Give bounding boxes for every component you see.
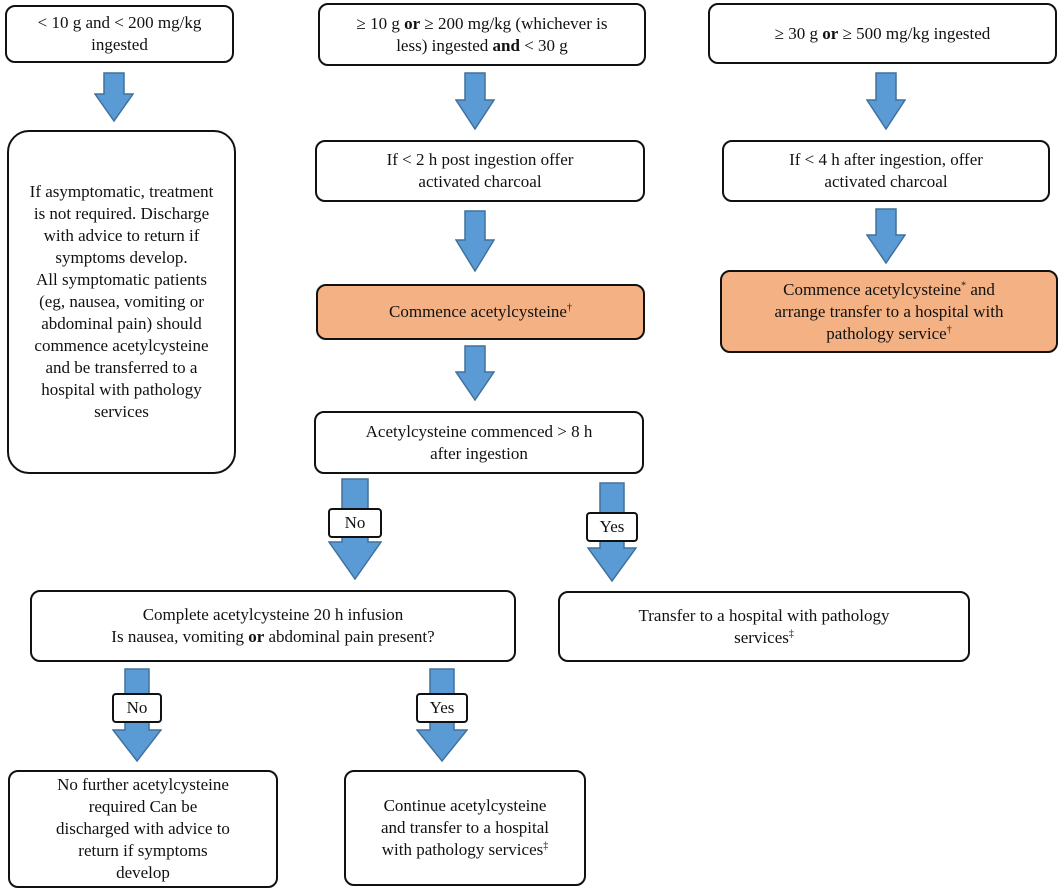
mid-dose-header-part-1: ≥ 10 g [356, 13, 405, 33]
late-commence-question: Acetylcysteine commenced > 8 h after ing… [314, 411, 644, 474]
branch-yes-label: Yes [586, 512, 638, 542]
low-dose-advice: If asymptomatic, treatment is not requir… [7, 130, 236, 474]
infusion-line-1: Complete acetylcysteine 20 h infusion [142, 605, 404, 624]
infusion-question: Complete acetylcysteine 20 h infusion Is… [30, 590, 516, 662]
high-dose-header-part-1: ≥ 30 g [774, 23, 823, 43]
low-dose-header-text: < 10 g and < 200 mg/kg ingested [37, 13, 202, 54]
mid-dose-header-text: ≥ 10 g or ≥ 200 mg/kg (whichever is less… [350, 13, 614, 57]
down-arrow-icon [455, 210, 495, 272]
high-dose-commence-part-2: and arrange transfer to a hospital with … [774, 279, 1004, 343]
high-dose-commence-part-1: Commence acetylcysteine [783, 279, 962, 299]
high-dose-charcoal-text: If < 4 h after ingestion, offer activate… [789, 150, 983, 191]
outcome-yes-box: Continue acetylcysteine and transfer to … [344, 770, 586, 886]
dagger-footnote-mark: † [946, 323, 952, 335]
double-dagger-footnote-mark: ‡ [543, 840, 549, 852]
low-dose-header: < 10 g and < 200 mg/kg ingested [5, 5, 234, 63]
mid-dose-charcoal-text: If < 2 h post ingestion offer activated … [386, 150, 574, 191]
down-arrow-icon [455, 345, 495, 401]
high-dose-commence-text: Commence acetylcysteine* and arrange tra… [762, 279, 1016, 345]
infusion-no-label-text: No [126, 698, 148, 717]
infusion-line-2-part-1: Is nausea, vomiting [111, 627, 249, 646]
outcome-no-text: No further acetylcysteine required Can b… [56, 775, 230, 882]
high-dose-charcoal: If < 4 h after ingestion, offer activate… [722, 140, 1050, 202]
outcome-yes-text: Continue acetylcysteine and transfer to … [376, 795, 554, 861]
mid-dose-header: ≥ 10 g or ≥ 200 mg/kg (whichever is less… [318, 3, 646, 66]
high-dose-header-part-2: ≥ 500 mg/kg ingested [838, 23, 991, 43]
transfer-text: Transfer to a hospital with pathology se… [610, 605, 918, 649]
mid-dose-header-part-2: ≥ 200 mg/kg (whichever is less) ingested [396, 13, 608, 55]
high-dose-header-text: ≥ 30 g or ≥ 500 mg/kg ingested [775, 23, 991, 45]
transfer-box: Transfer to a hospital with pathology se… [558, 591, 970, 662]
double-dagger-footnote-mark: ‡ [788, 627, 794, 639]
infusion-yes-label: Yes [416, 693, 468, 723]
down-arrow-icon [866, 72, 906, 130]
mid-dose-header-part-3: < 30 g [519, 35, 568, 55]
branch-no-label-text: No [344, 513, 366, 532]
infusion-yes-label-text: Yes [429, 698, 455, 717]
infusion-no-label: No [112, 693, 162, 723]
mid-dose-charcoal: If < 2 h post ingestion offer activated … [315, 140, 645, 202]
high-dose-header: ≥ 30 g or ≥ 500 mg/kg ingested [708, 3, 1057, 64]
high-dose-commence: Commence acetylcysteine* and arrange tra… [720, 270, 1058, 353]
asterisk-footnote-mark: * [961, 279, 967, 291]
mid-dose-header-and: and [492, 35, 520, 55]
dagger-footnote-mark: † [566, 302, 572, 314]
low-dose-advice-asymptomatic: If asymptomatic, treatment is not requir… [29, 182, 214, 267]
late-commence-question-text: Acetylcysteine commenced > 8 h after ing… [365, 421, 593, 463]
infusion-line-2: Is nausea, vomiting or abdominal pain pr… [111, 626, 434, 648]
high-dose-header-or: or [822, 23, 839, 43]
low-dose-advice-symptomatic: All symptomatic patients (eg, nausea, vo… [34, 270, 209, 421]
mid-dose-commence-text: Commence acetylcysteine† [389, 301, 572, 323]
down-arrow-icon [94, 72, 134, 122]
mid-dose-commence-label: Commence acetylcysteine [389, 302, 567, 321]
infusion-line-2-or: or [248, 627, 265, 646]
outcome-yes-label: Continue acetylcysteine and transfer to … [380, 796, 550, 859]
down-arrow-icon [455, 72, 495, 130]
down-arrow-icon [866, 208, 906, 264]
mid-dose-commence: Commence acetylcysteine† [316, 284, 645, 340]
branch-yes-label-text: Yes [599, 517, 625, 536]
mid-dose-header-or: or [404, 13, 421, 33]
transfer-label: Transfer to a hospital with pathology se… [638, 605, 890, 647]
branch-no-label: No [328, 508, 382, 538]
infusion-line-2-part-2: abdominal pain present? [264, 627, 435, 646]
outcome-no-box: No further acetylcysteine required Can b… [8, 770, 278, 888]
